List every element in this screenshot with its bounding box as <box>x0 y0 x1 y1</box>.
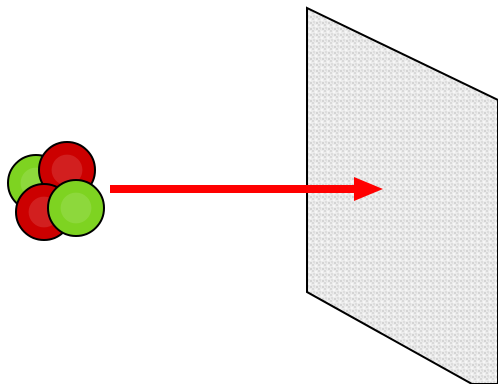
neutron-particle-highlight <box>61 193 92 224</box>
nucleus <box>8 142 104 240</box>
detector-screen <box>307 8 498 384</box>
